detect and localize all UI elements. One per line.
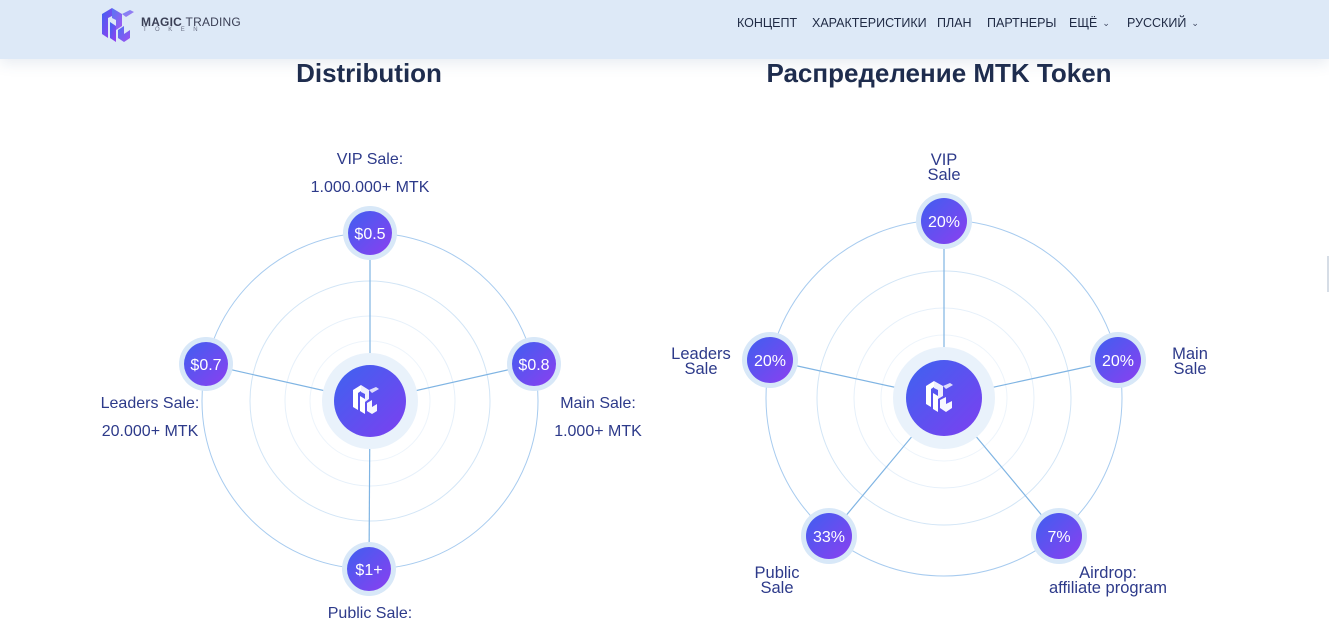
node-value: 33% [813,529,845,546]
right-node-leaders: 20% [742,332,798,388]
label-line: 1.000.000+ MTK [310,179,430,196]
label-line: VIP [930,151,958,169]
chevron-down-icon: ⌄ [1191,18,1199,28]
label-line: Public Sale: [327,605,413,622]
nav-item-label: ПАРТНЕРЫ [987,16,1057,30]
right-label-main: Main Sale [1160,345,1220,378]
distribution-title: Distribution [296,58,442,88]
nav-item-label: РУССКИЙ [1127,16,1187,30]
right-node-airdrop: 7% [1031,508,1087,564]
node-value: 7% [1047,529,1070,546]
node-value: 20% [1102,353,1134,370]
nav-item-label: ХАРАКТЕРИСТИКИ [812,16,927,30]
nav-item-partners[interactable]: ПАРТНЕРЫ [987,16,1057,30]
node-value: $1+ [355,562,382,579]
left-label-leaders: Leaders Sale: 20.000+ MTK [80,396,220,440]
node-value: $0.7 [190,357,221,374]
token-allocation-title: Распределение MTK Token [766,58,1112,88]
nav-item-characteristics[interactable]: ХАРАКТЕРИСТИКИ [812,16,927,30]
chevron-down-icon: ⌄ [1102,18,1110,28]
nav-item-concept[interactable]: КОНЦЕПТ [737,16,797,30]
left-node-vip: $0.5 [343,206,397,260]
label-line: Airdrop: [1079,564,1137,582]
label-line: affiliate program [1048,579,1167,597]
node-value: 20% [754,353,786,370]
mtk-cube-logo-icon [926,381,953,412]
right-node-public: 33% [801,508,857,564]
label-line: Main Sale: [560,395,636,412]
left-label-public: Public Sale: [300,606,440,622]
right-label-vip: VIP Sale [904,151,984,184]
node-value: $0.8 [518,357,549,374]
node-value: 20% [928,214,960,231]
label-line: Public [754,564,800,582]
label-line: 20.000+ MTK [101,423,199,440]
nav-item-plan[interactable]: ПЛАН [937,16,972,30]
left-label-vip: VIP Sale: 1.000.000+ MTK [290,152,450,196]
label-line: Sale [684,360,718,378]
right-label-airdrop: Airdrop: affiliate program [1033,564,1183,597]
right-label-leaders: Leaders Sale [661,345,741,378]
nav-item-more[interactable]: ЕЩЁ ⌄ [1069,16,1110,30]
label-line: Sale [1173,360,1207,378]
nav-item-label: ЕЩЁ [1069,16,1098,30]
label-line: Main [1172,345,1208,363]
mtk-cube-logo-icon [353,385,379,414]
right-node-vip: 20% [916,193,972,249]
nav-item-label: ПЛАН [937,16,972,30]
label-line: VIP Sale: [336,151,404,168]
right-node-main: 20% [1090,332,1146,388]
left-label-main: Main Sale: 1.000+ MTK [530,396,666,440]
right-label-public: Public Sale [737,564,817,597]
left-node-main: $0.8 [507,337,561,391]
label-line: Leaders Sale: [100,395,200,412]
logo-wordmark: MAGIC TRADING [141,15,241,29]
language-selector[interactable]: РУССКИЙ ⌄ [1127,16,1199,30]
logo-subtitle: TOKEN [143,27,207,33]
site-header: MAGIC TRADING TOKEN КОНЦЕПТ ХАРАКТЕРИСТИ… [0,0,1329,59]
nav-item-label: КОНЦЕПТ [737,16,798,30]
mtk-cube-logo-icon [102,8,134,42]
label-line: 1.000+ MTK [554,423,642,440]
right-center-logo [893,347,995,449]
main-nav: КОНЦЕПТ ХАРАКТЕРИСТИКИ ПЛАН ПАРТНЕРЫ ЕЩЁ… [0,0,1329,46]
left-node-public: $1+ [342,542,396,596]
node-value: $0.5 [354,226,385,243]
label-line: Sale [760,579,794,597]
site-logo[interactable]: MAGIC TRADING TOKEN [98,4,241,44]
label-line: Sale [927,166,961,184]
label-line: Leaders [671,345,731,363]
left-center-logo [322,353,418,449]
left-node-leaders: $0.7 [179,337,233,391]
scrollbar-thumb[interactable] [1327,256,1329,292]
